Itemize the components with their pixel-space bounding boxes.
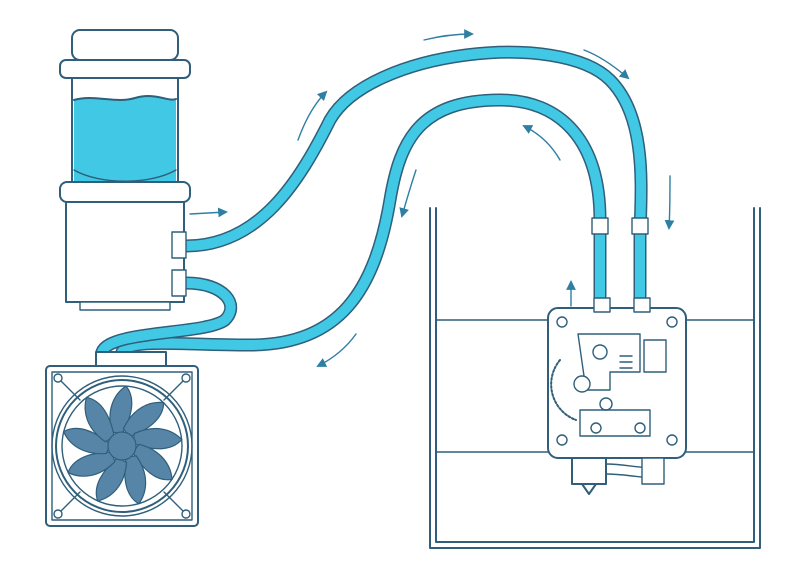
flow-arrows (189, 29, 675, 367)
fan-blade (95, 456, 128, 502)
fan-blade (67, 451, 116, 477)
extruder-hotend (547, 297, 687, 495)
fan-blade (84, 396, 115, 443)
pump (65, 201, 187, 311)
flow-arrow (423, 29, 474, 41)
reservoir (59, 29, 191, 203)
fan-blade (131, 443, 173, 481)
fan-blade (62, 427, 111, 455)
extruder-gear (550, 359, 577, 421)
fan-blades (62, 385, 183, 505)
flow-arrow (189, 207, 228, 218)
fan-blade (124, 455, 147, 505)
flow-arrow (399, 169, 417, 218)
fan-blade (133, 427, 183, 450)
flow-arrow (316, 333, 357, 367)
reservoir-water (74, 96, 176, 184)
fan-blade (122, 401, 165, 438)
flow-arrow (297, 90, 328, 141)
tubing (95, 45, 649, 359)
flow-arrow (583, 49, 630, 80)
flow-arrow (522, 125, 561, 161)
radiator-fan (45, 351, 199, 527)
tube-return (115, 93, 607, 359)
flow-arrow (664, 175, 675, 230)
